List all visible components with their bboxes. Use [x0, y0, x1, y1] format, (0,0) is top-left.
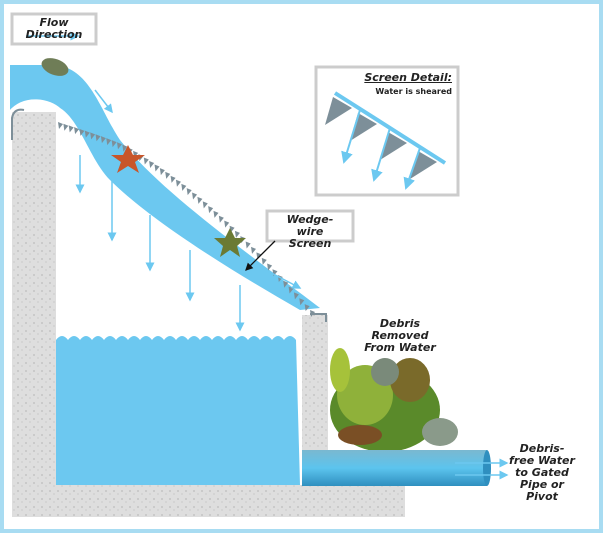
inset-subtitle: Water is sheared — [375, 87, 452, 96]
screen-tooth — [202, 201, 208, 209]
screen-tooth — [304, 304, 310, 312]
screen-tooth — [159, 168, 165, 176]
screen-tooth — [154, 164, 160, 172]
screen-tooth — [68, 125, 74, 133]
screen-tooth — [95, 134, 101, 142]
debris-pile — [330, 348, 458, 452]
screen-tooth — [213, 210, 219, 218]
screen-tooth — [186, 188, 192, 196]
screen-tooth — [299, 298, 305, 306]
screen-tooth — [122, 144, 128, 152]
right-wall — [302, 315, 328, 455]
screen-tooth — [267, 263, 273, 271]
screen-tooth — [149, 160, 155, 168]
screen-tooth — [74, 127, 80, 135]
legend-box — [10, 12, 98, 46]
screen-tooth — [165, 171, 171, 179]
left-pillar — [12, 112, 56, 517]
screen-tooth — [197, 196, 203, 204]
screen-tooth — [84, 130, 90, 138]
screen-tooth — [224, 220, 230, 228]
flow-direction-label: Flow Direction — [25, 16, 83, 41]
screen-tooth — [293, 292, 299, 300]
screen-tooth — [116, 142, 122, 150]
outlet-pipe[interactable] — [302, 450, 487, 486]
screen-tooth — [245, 241, 251, 249]
screen-tooth — [234, 230, 240, 238]
leaf-icon — [214, 228, 246, 257]
outlet-arrows — [455, 458, 509, 480]
screen-tooth — [218, 215, 224, 223]
screen-detail-inset — [314, 65, 460, 197]
screen-tooth — [143, 157, 149, 165]
screen-tooth — [181, 183, 187, 191]
leaf-icon — [41, 58, 69, 76]
screen-tooth — [261, 257, 267, 265]
screen-tooth — [251, 246, 257, 254]
screen-tooth — [58, 122, 63, 129]
debris-removed-label: Debris Removed From Water — [364, 317, 436, 354]
slope-water — [10, 65, 320, 310]
wedge-wire-label: Wedge-wire Screen — [286, 213, 334, 250]
inset-title: Screen Detail: — [364, 71, 452, 84]
drain-arrows — [75, 89, 302, 332]
screen-tooth — [100, 136, 106, 144]
wedge-wire-label-box — [265, 209, 355, 243]
screen-tooth — [106, 138, 112, 146]
screen-tooth — [63, 123, 69, 131]
screen-tooth — [283, 280, 289, 288]
screen-tooth — [111, 140, 117, 148]
base-slab — [12, 485, 405, 517]
screen-tooth — [79, 128, 85, 136]
screen-tooth — [170, 175, 176, 183]
screen-tooth — [192, 192, 198, 200]
screen-tooth — [208, 206, 214, 214]
screen-tooth — [175, 179, 181, 187]
leaf-icon — [111, 145, 145, 173]
screen-tooth — [90, 132, 96, 140]
tank-water — [56, 336, 300, 485]
crest-cap — [11, 108, 25, 140]
debris-free-label: Debris-free Water to Gated Pipe or Pivot — [509, 442, 575, 503]
